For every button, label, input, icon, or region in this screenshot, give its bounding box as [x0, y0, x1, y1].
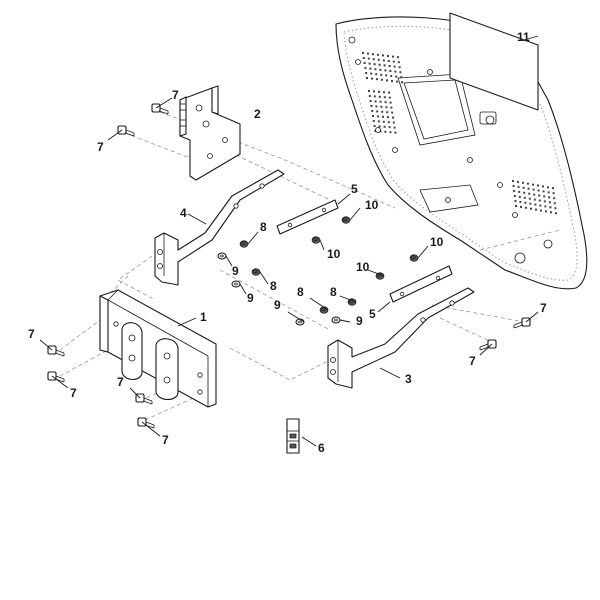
- callout-10-lower: 10: [356, 260, 370, 274]
- callout-labels: 1 2 3 4 5 5 6 7 7 7 7 7 7 7 7 8 8 8 8 9 …: [28, 30, 547, 455]
- hinge-plate-left: [121, 322, 143, 381]
- back-panel: [335, 12, 588, 290]
- callout-1: 1: [200, 310, 207, 324]
- washer-9-upper: [217, 252, 233, 267]
- callout-10-right: 10: [430, 235, 444, 249]
- washer-9-middle: [231, 280, 247, 295]
- callout-5-upper: 5: [351, 182, 358, 196]
- bolt-bracket-left: [107, 125, 135, 141]
- callout-9-upper: 9: [232, 264, 239, 278]
- bolt-frame-base: [137, 417, 161, 437]
- callout-9-lower-left: 9: [274, 298, 281, 312]
- vent-grid-top: [362, 52, 403, 84]
- tag-label: [286, 418, 317, 454]
- callout-5-lower: 5: [369, 307, 376, 321]
- callout-8-lower-right: 8: [330, 285, 337, 299]
- vent-grid-left: [368, 90, 397, 134]
- callout-9-lower-right: 9: [356, 314, 363, 328]
- nut-10-right: [409, 245, 429, 262]
- callout-8-lower-left: 8: [297, 285, 304, 299]
- bolt-rail-right: [513, 311, 539, 329]
- bolt-frame-left: [39, 339, 65, 357]
- callout-2: 2: [254, 107, 261, 121]
- upper-bracket: [179, 85, 241, 181]
- washer-9-lower-right: [331, 316, 351, 324]
- fasteners: [39, 97, 539, 437]
- label-plate: [449, 12, 539, 111]
- nut-10-middle: [311, 236, 325, 251]
- left-rail: [154, 169, 285, 286]
- mounting-frame: [99, 289, 217, 408]
- hinge-plate-right: [155, 338, 179, 401]
- nut-8-lower-right: [339, 295, 357, 306]
- callout-7-rail-lower: 7: [469, 354, 476, 368]
- bolt-frame-lower: [47, 371, 69, 389]
- callout-10-upper: 10: [365, 198, 379, 212]
- callout-10-middle: 10: [327, 247, 341, 261]
- clamp-strip-lower: [377, 265, 453, 313]
- callout-8-middle: 8: [270, 279, 277, 293]
- nut-8-middle: [251, 268, 269, 285]
- bolt-rail-lower: [479, 339, 497, 356]
- callout-8-upper: 8: [260, 220, 267, 234]
- bolt-bracket-top: [151, 97, 173, 115]
- callout-4: 4: [180, 206, 187, 220]
- callout-7-bracket-top: 7: [172, 88, 179, 102]
- callout-9-middle: 9: [247, 291, 254, 305]
- callout-7-frame-base: 7: [162, 433, 169, 447]
- callout-3: 3: [405, 372, 412, 386]
- nut-8-upper: [239, 231, 259, 248]
- callout-7-frame-bottom: 7: [117, 375, 124, 389]
- vent-grid-right: [512, 180, 557, 215]
- callout-7-rail-right: 7: [540, 301, 547, 315]
- clamp-strip-upper: [276, 193, 351, 235]
- callout-11: 11: [517, 30, 530, 44]
- callout-7-frame-lower: 7: [70, 386, 77, 400]
- nut-8-lower-left: [309, 297, 329, 314]
- washer-9-lower-left: [287, 311, 305, 326]
- nut-10-upper: [341, 207, 361, 224]
- callout-6: 6: [318, 441, 325, 455]
- callout-7-frame-left: 7: [28, 327, 35, 341]
- nut-10-lower: [367, 269, 385, 280]
- right-rail: [327, 287, 475, 389]
- callout-7-bracket-left: 7: [97, 140, 104, 154]
- bolt-frame-bottom: [129, 387, 153, 405]
